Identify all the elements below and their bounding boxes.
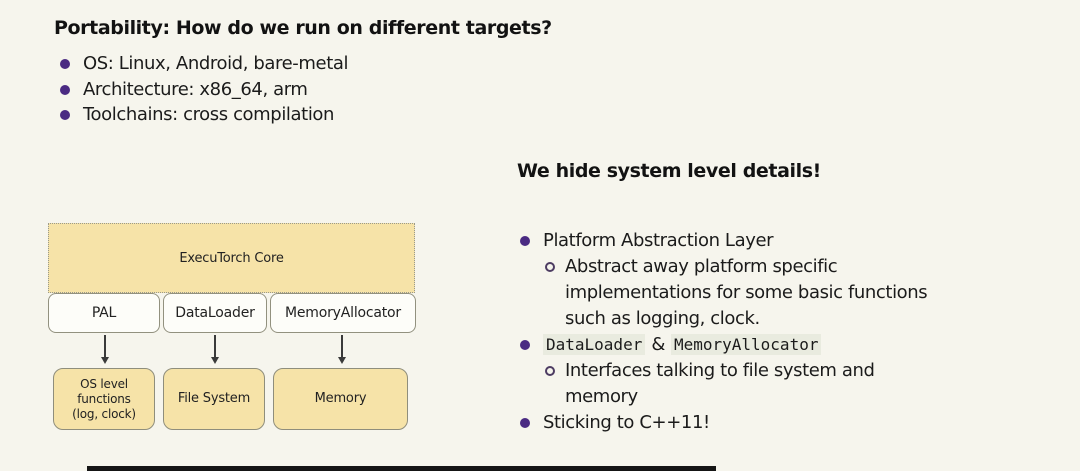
bullet-icon [60, 84, 70, 95]
diagram-label-os-functions: OS level functions [77, 376, 131, 406]
left-bullet-list: OS: Linux, Android, bare-metal Architect… [55, 51, 348, 128]
list-item: DataLoader&MemoryAllocator [517, 332, 1065, 358]
bullet-icon [60, 110, 70, 120]
code-memoryallocator: MemoryAllocator [670, 334, 822, 355]
diagram-box-memoryallocator: MemoryAllocator [270, 293, 416, 333]
bullet-icon [520, 418, 530, 428]
sub-list-item: Abstract away platform specific implemen… [517, 254, 1065, 332]
hollow-bullet-icon [545, 262, 555, 272]
hollow-bullet-icon [545, 366, 555, 376]
list-item: Architecture: x86_64, arm [55, 77, 348, 103]
ampersand-text: & [651, 334, 665, 355]
list-item: Platform Abstraction Layer [517, 228, 1065, 254]
bullet-os: OS: Linux, Android, bare-metal [83, 53, 349, 74]
bullet-cpp11: Sticking to C++11! [543, 412, 710, 433]
bullet-loaders: DataLoader&MemoryAllocator [543, 332, 822, 358]
diagram-box-pal: PAL [48, 293, 160, 333]
diagram-label-os-functions-detail: (log, clock) [72, 406, 136, 421]
list-item: Toolchains: cross compilation [55, 102, 348, 128]
code-dataloader: DataLoader [543, 334, 646, 355]
diagram-label-memory: Memory [314, 391, 367, 406]
slide-title: Portability: How do we run on different … [54, 17, 552, 39]
bullet-architecture: Architecture: x86_64, arm [83, 78, 308, 100]
diagram-box-dataloader: DataLoader [163, 293, 267, 333]
diagram-box-executorch-core: ExecuTorch Core [48, 223, 415, 293]
down-arrow-icon [101, 335, 109, 364]
diagram-label-pal: PAL [91, 305, 117, 321]
sub-bullet-interfaces: Interfaces talking to file system and me… [565, 360, 875, 407]
bullet-toolchains: Toolchains: cross compilation [83, 104, 335, 125]
bullet-icon [520, 236, 530, 246]
video-progress-bar [87, 466, 716, 471]
diagram-box-memory: Memory [273, 368, 408, 430]
list-item: Sticking to C++11! [517, 410, 1065, 436]
diagram-label-memoryallocator: MemoryAllocator [285, 305, 401, 321]
bullet-icon [60, 59, 70, 69]
bullet-icon [520, 340, 530, 350]
sub-bullet-pal-description: Abstract away platform specific implemen… [565, 256, 928, 329]
bullet-platform-abstraction-layer: Platform Abstraction Layer [543, 230, 774, 251]
diagram-label-core: ExecuTorch Core [179, 250, 284, 266]
diagram-box-os-functions: OS level functions (log, clock) [53, 368, 155, 430]
down-arrow-icon [338, 335, 346, 364]
diagram-box-file-system: File System [163, 368, 265, 430]
right-bullet-list: Platform Abstraction Layer Abstract away… [517, 228, 1065, 436]
right-heading: We hide system level details! [517, 160, 821, 182]
list-item: OS: Linux, Android, bare-metal [55, 51, 348, 77]
down-arrow-icon [211, 335, 219, 364]
diagram-label-file-system: File System [177, 391, 251, 406]
sub-list-item: Interfaces talking to file system and me… [517, 358, 1065, 410]
diagram-label-dataloader: DataLoader [175, 305, 255, 321]
